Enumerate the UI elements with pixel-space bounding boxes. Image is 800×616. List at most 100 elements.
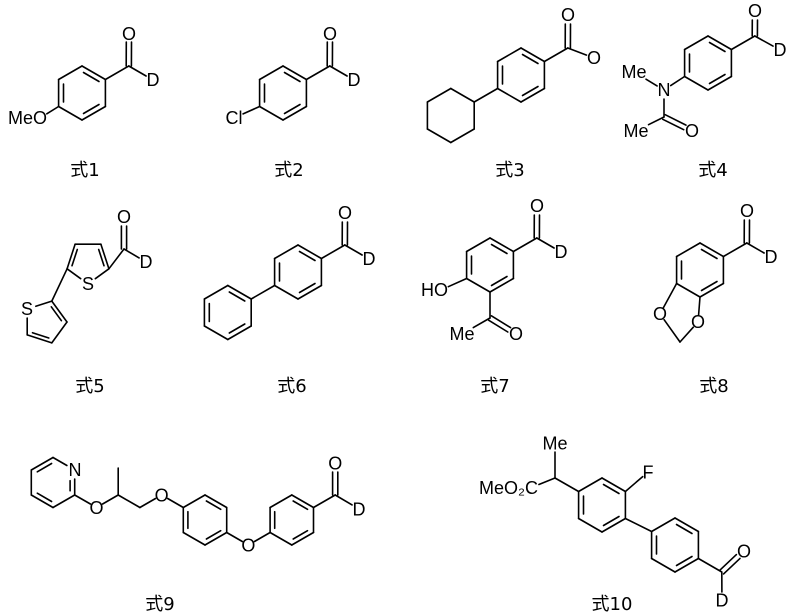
bond [36,462,53,473]
bond [81,105,107,121]
bond [708,41,726,53]
formula-4: O D N Me Me O 式4 [621,1,786,181]
bond [228,291,246,302]
methoxy-label: MeO [8,108,47,128]
oxygen-label: O [653,304,667,324]
bond [50,300,68,323]
bond [52,494,76,509]
bond [290,531,315,546]
bond [31,331,50,339]
caption: 式9 [145,594,174,615]
bond [66,243,76,270]
bond [624,475,644,493]
bond [227,325,252,341]
bond [699,282,725,298]
bond [521,85,539,97]
chlorine-label: Cl [226,108,243,128]
oxygen-label: O [685,121,699,141]
deuterium-label: D [555,242,568,262]
bond [298,250,316,262]
bond [66,267,82,280]
bond [73,494,92,505]
bond [312,494,337,509]
bond [283,103,301,115]
ester-label: MeO₂C [479,478,538,498]
deuterium-label: D [353,500,366,520]
bond [449,128,476,144]
bond [203,325,229,341]
bond [675,523,693,535]
formula-6: O D 式6 [203,203,376,397]
bond [292,529,309,540]
bond [297,284,323,300]
bond [719,553,738,571]
bond [664,113,687,126]
bond [166,497,185,509]
oxygen-label: O [117,207,131,227]
bond [108,248,125,270]
bond [30,494,54,509]
formula-2: O D Cl 式2 [226,24,361,181]
oxygen-label: O [323,24,337,44]
bond [679,326,695,343]
bond [699,242,725,258]
methyl-label: Me [449,324,474,344]
deuterium-label: D [774,40,787,60]
bond [50,321,68,344]
formula-8: O D O O 式8 [653,201,778,397]
bond [282,105,308,121]
bond [487,319,509,333]
methyl-label: Me [623,121,648,141]
bond [535,237,555,249]
bond [449,87,476,103]
oxygen-label: O [509,324,523,344]
oxygen-label: O [587,48,601,68]
bond [661,118,685,131]
methyl-label: Me [542,434,567,454]
oxygen-label: O [328,454,342,474]
bond [250,284,276,300]
bond [426,128,452,144]
sulfur-label: S [82,274,94,294]
bond [473,87,499,103]
bond [520,87,546,103]
bond [645,78,658,87]
bond [496,87,522,103]
bond [128,65,147,77]
oxygen-label: O [241,536,255,556]
bond [577,477,603,493]
bond [50,267,68,302]
bond [669,75,686,87]
bond [490,314,512,329]
formula-10: Me MeO₂C F O D 式10 [479,434,751,616]
oxygen-label: O [530,196,544,216]
caption: 式6 [277,376,306,397]
bond [182,494,206,509]
nitrogen-label: N [658,80,671,100]
formula-3: O O 式3 [426,5,601,181]
bond [683,35,709,51]
bond [543,47,569,63]
bond [94,267,110,280]
bond [707,75,733,91]
bond [490,243,508,255]
nitrogen-label: N [69,460,82,480]
bond [242,105,261,115]
bond [490,275,508,287]
bond [707,35,733,51]
bond [334,494,353,506]
bond [708,73,726,85]
bond [512,237,538,253]
bond [674,517,700,533]
bond [273,284,299,300]
bond [81,65,107,81]
bond [566,47,588,56]
bond [745,242,765,254]
bond [426,87,452,103]
bond [258,65,284,81]
formula-9: N O O O O D 式9 [30,454,366,615]
oxygen-label: O [338,203,352,223]
bond [521,53,539,65]
bond [496,47,522,63]
